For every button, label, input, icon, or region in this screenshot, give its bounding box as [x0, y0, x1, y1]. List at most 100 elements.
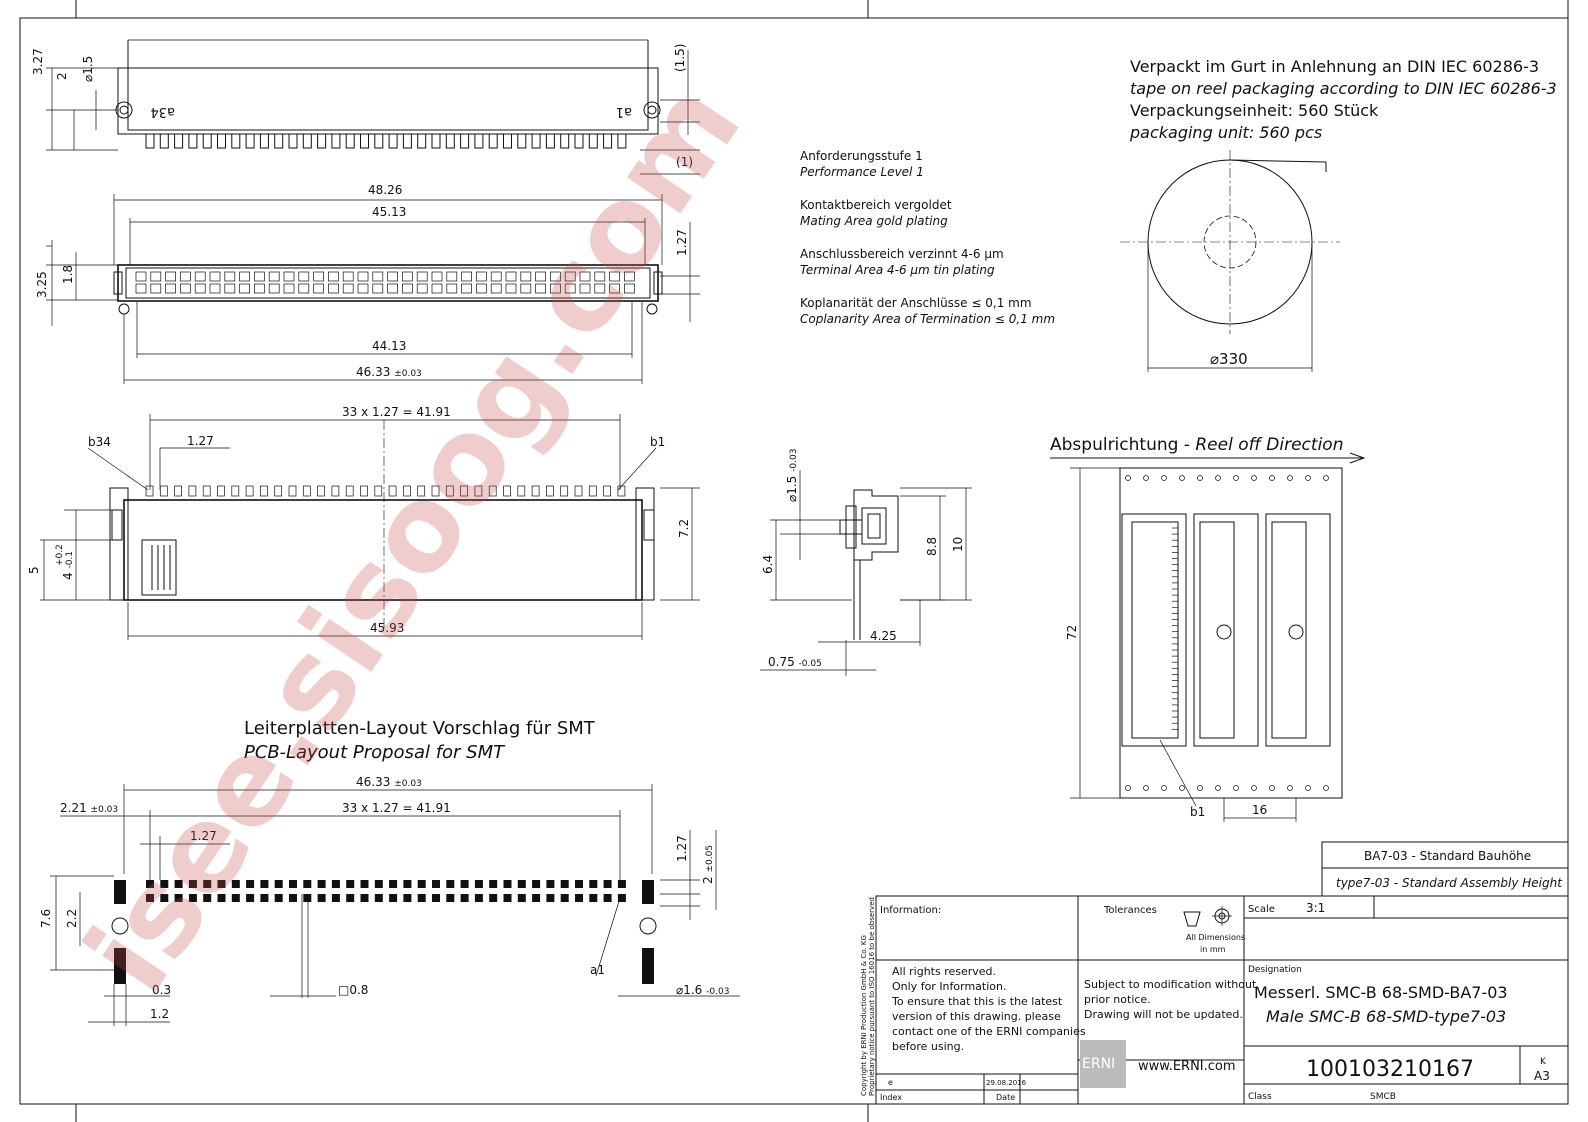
top-pin — [431, 133, 441, 149]
rights-line-3: To ensure that this is the latest — [891, 995, 1063, 1008]
pcb-pad — [217, 894, 226, 902]
sprocket-hole — [1269, 475, 1275, 481]
pcb-pad — [560, 880, 569, 888]
side-pin — [360, 485, 368, 497]
side-pin — [231, 485, 240, 497]
sprocket-hole — [1251, 475, 1257, 481]
side-pin — [531, 485, 540, 497]
side-pin — [417, 485, 426, 497]
pcb-pad — [174, 894, 183, 902]
pcb-pad — [460, 880, 469, 888]
dim-1-5-right: (1.5) — [673, 44, 687, 72]
top-view: a34 a1 3.27 2 ⌀1.5 (1.5) (1) — [31, 39, 700, 175]
pcb-pad — [146, 880, 154, 888]
dim-48-26: 48.26 — [368, 183, 402, 197]
top-pin — [545, 133, 555, 149]
packaging-line-3: Verpackungseinheit: 560 Stück — [1130, 101, 1379, 120]
pcb-pad — [603, 880, 612, 888]
pcb-pad — [346, 880, 355, 888]
side-pin — [288, 485, 297, 497]
contact-cell — [135, 271, 147, 282]
date-label: Date — [996, 1093, 1015, 1102]
pcb-pad — [460, 894, 469, 902]
pcb-pad — [231, 894, 240, 902]
dim-45-13: 45.13 — [372, 205, 406, 219]
tolerance-symbols-icon — [1183, 906, 1232, 927]
top-pin — [302, 133, 312, 149]
contact-cell — [254, 283, 265, 294]
pcb-pad — [503, 880, 512, 888]
contact-cell — [476, 271, 487, 282]
contact-cell — [298, 271, 310, 282]
packaging-line-1: Verpackt im Gurt in Anlehnung an DIN IEC… — [1130, 57, 1539, 76]
packaging-line-4: packaging unit: 560 pcs — [1129, 123, 1322, 142]
dim-4: 4 -0.1 — [61, 551, 75, 580]
side-pin — [260, 485, 268, 497]
packaging-block: Verpackt im Gurt in Anlehnung an DIN IEC… — [1050, 57, 1557, 822]
contact-cell — [283, 271, 295, 282]
reel-off-title: Abspulrichtung - Reel off Direction — [1050, 435, 1343, 455]
dim-dia-1-5: ⌀1.5 — [81, 56, 95, 82]
dim-45-93: 45.93 — [370, 621, 404, 635]
contact-cell — [594, 283, 606, 294]
dim-2: 2 — [55, 72, 69, 80]
pcb-pad — [231, 880, 240, 888]
pcb-pad — [489, 894, 498, 902]
dim-1-27-side: 1.27 — [187, 434, 214, 448]
note-4-de: Koplanarität der Anschlüsse ≤ 0,1 mm — [800, 296, 1032, 310]
pcb-pad — [188, 894, 197, 902]
contact-cell — [313, 283, 324, 294]
pcb-locating-pad-right-bottom — [642, 948, 654, 984]
label-b34: b34 — [88, 435, 111, 449]
erni-logo — [1080, 1040, 1126, 1088]
note-2-en: Mating Area gold plating — [800, 214, 948, 228]
drawing-frame — [19, 0, 1569, 1122]
side-pin — [317, 485, 325, 497]
sprocket-hole — [1215, 785, 1221, 791]
sprocket-hole — [1143, 475, 1149, 481]
dim-44-13: 44.13 — [372, 339, 406, 353]
contact-cell — [490, 271, 502, 282]
dim-5: 5 — [27, 566, 41, 574]
top-pin — [374, 133, 384, 149]
pcb-pad — [617, 880, 626, 888]
assembly-de: BA7-03 - Standard Bauhöhe — [1364, 849, 1531, 863]
pcb-pad — [474, 880, 483, 888]
contact-cell — [342, 283, 354, 294]
contact-cell — [564, 283, 576, 294]
contact-cell — [416, 283, 428, 294]
pcb-locating-pad-right — [642, 880, 654, 904]
pcb-pad — [575, 880, 583, 888]
contact-cell — [520, 271, 532, 282]
part-label-a1: a1 — [616, 104, 632, 119]
pcb-pad — [474, 894, 483, 902]
pcb-dim-0-3: 0.3 — [152, 983, 171, 997]
pcb-pad — [331, 894, 340, 902]
contact-cell — [446, 271, 458, 282]
pcb-pad — [174, 880, 183, 888]
side-pin — [245, 485, 254, 497]
top-pin — [231, 133, 241, 149]
top-pin — [474, 133, 484, 149]
dim-6-4: 6.4 — [761, 555, 775, 574]
format-value: A3 — [1534, 1069, 1550, 1083]
pcb-hole-right — [639, 917, 657, 935]
top-pin — [445, 133, 455, 149]
pcb-pad — [317, 894, 326, 902]
contact-cell — [609, 271, 620, 282]
note-1-en: Performance Level 1 — [800, 165, 924, 179]
all-dimensions-label: All Dimensions — [1186, 933, 1245, 942]
note-1-de: Anforderungsstufe 1 — [800, 149, 923, 163]
top-pin — [402, 133, 412, 149]
top-pin — [274, 133, 284, 149]
pcb-pad — [146, 894, 154, 902]
pcb-title-de: Leiterplatten-Layout Vorschlag für SMT — [244, 718, 596, 739]
dim-1-27-plan: 1.27 — [675, 229, 689, 256]
reel-drawing: ⌀330 — [1120, 150, 1340, 372]
pcb-pad — [203, 894, 212, 902]
pcb-dim-7-6: 7.6 — [39, 909, 53, 928]
contact-cell — [520, 283, 532, 294]
part-number: 100103210167 — [1306, 1057, 1474, 1082]
pcb-pad — [203, 880, 212, 888]
